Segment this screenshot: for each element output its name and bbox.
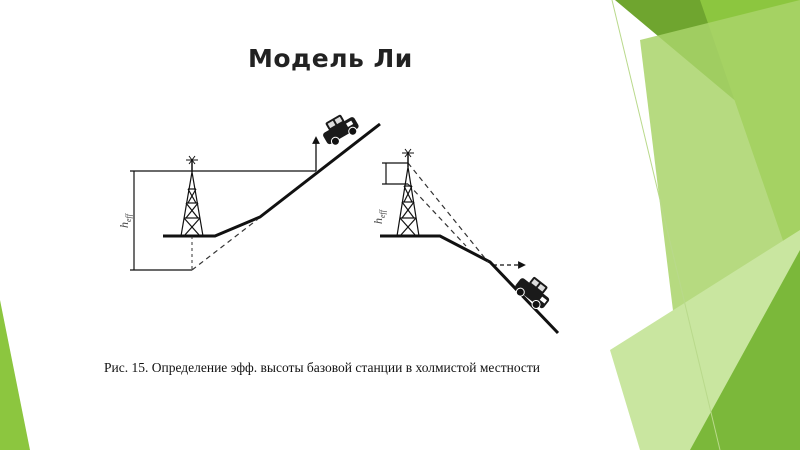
right-panel: heff bbox=[371, 148, 560, 335]
slide-title: Модель Ли bbox=[248, 44, 413, 73]
left-tower bbox=[180, 155, 204, 237]
decor-triangle-left-bottom bbox=[0, 300, 30, 450]
figure-caption: Рис. 15. Определение эфф. высоты базовой… bbox=[104, 360, 541, 375]
left-height-label: heff bbox=[117, 212, 133, 228]
left-panel: heff bbox=[117, 114, 381, 271]
right-car-icon bbox=[515, 277, 550, 309]
left-terrain bbox=[163, 122, 381, 238]
decor-thin-line bbox=[611, 0, 721, 450]
left-dashed-slope bbox=[191, 218, 259, 271]
decor-triangle-green-bottom bbox=[690, 250, 800, 450]
right-height-label: heff bbox=[371, 208, 387, 224]
right-tower bbox=[396, 148, 420, 237]
right-dashed-ray-1 bbox=[407, 162, 489, 263]
left-car-icon bbox=[323, 114, 359, 146]
